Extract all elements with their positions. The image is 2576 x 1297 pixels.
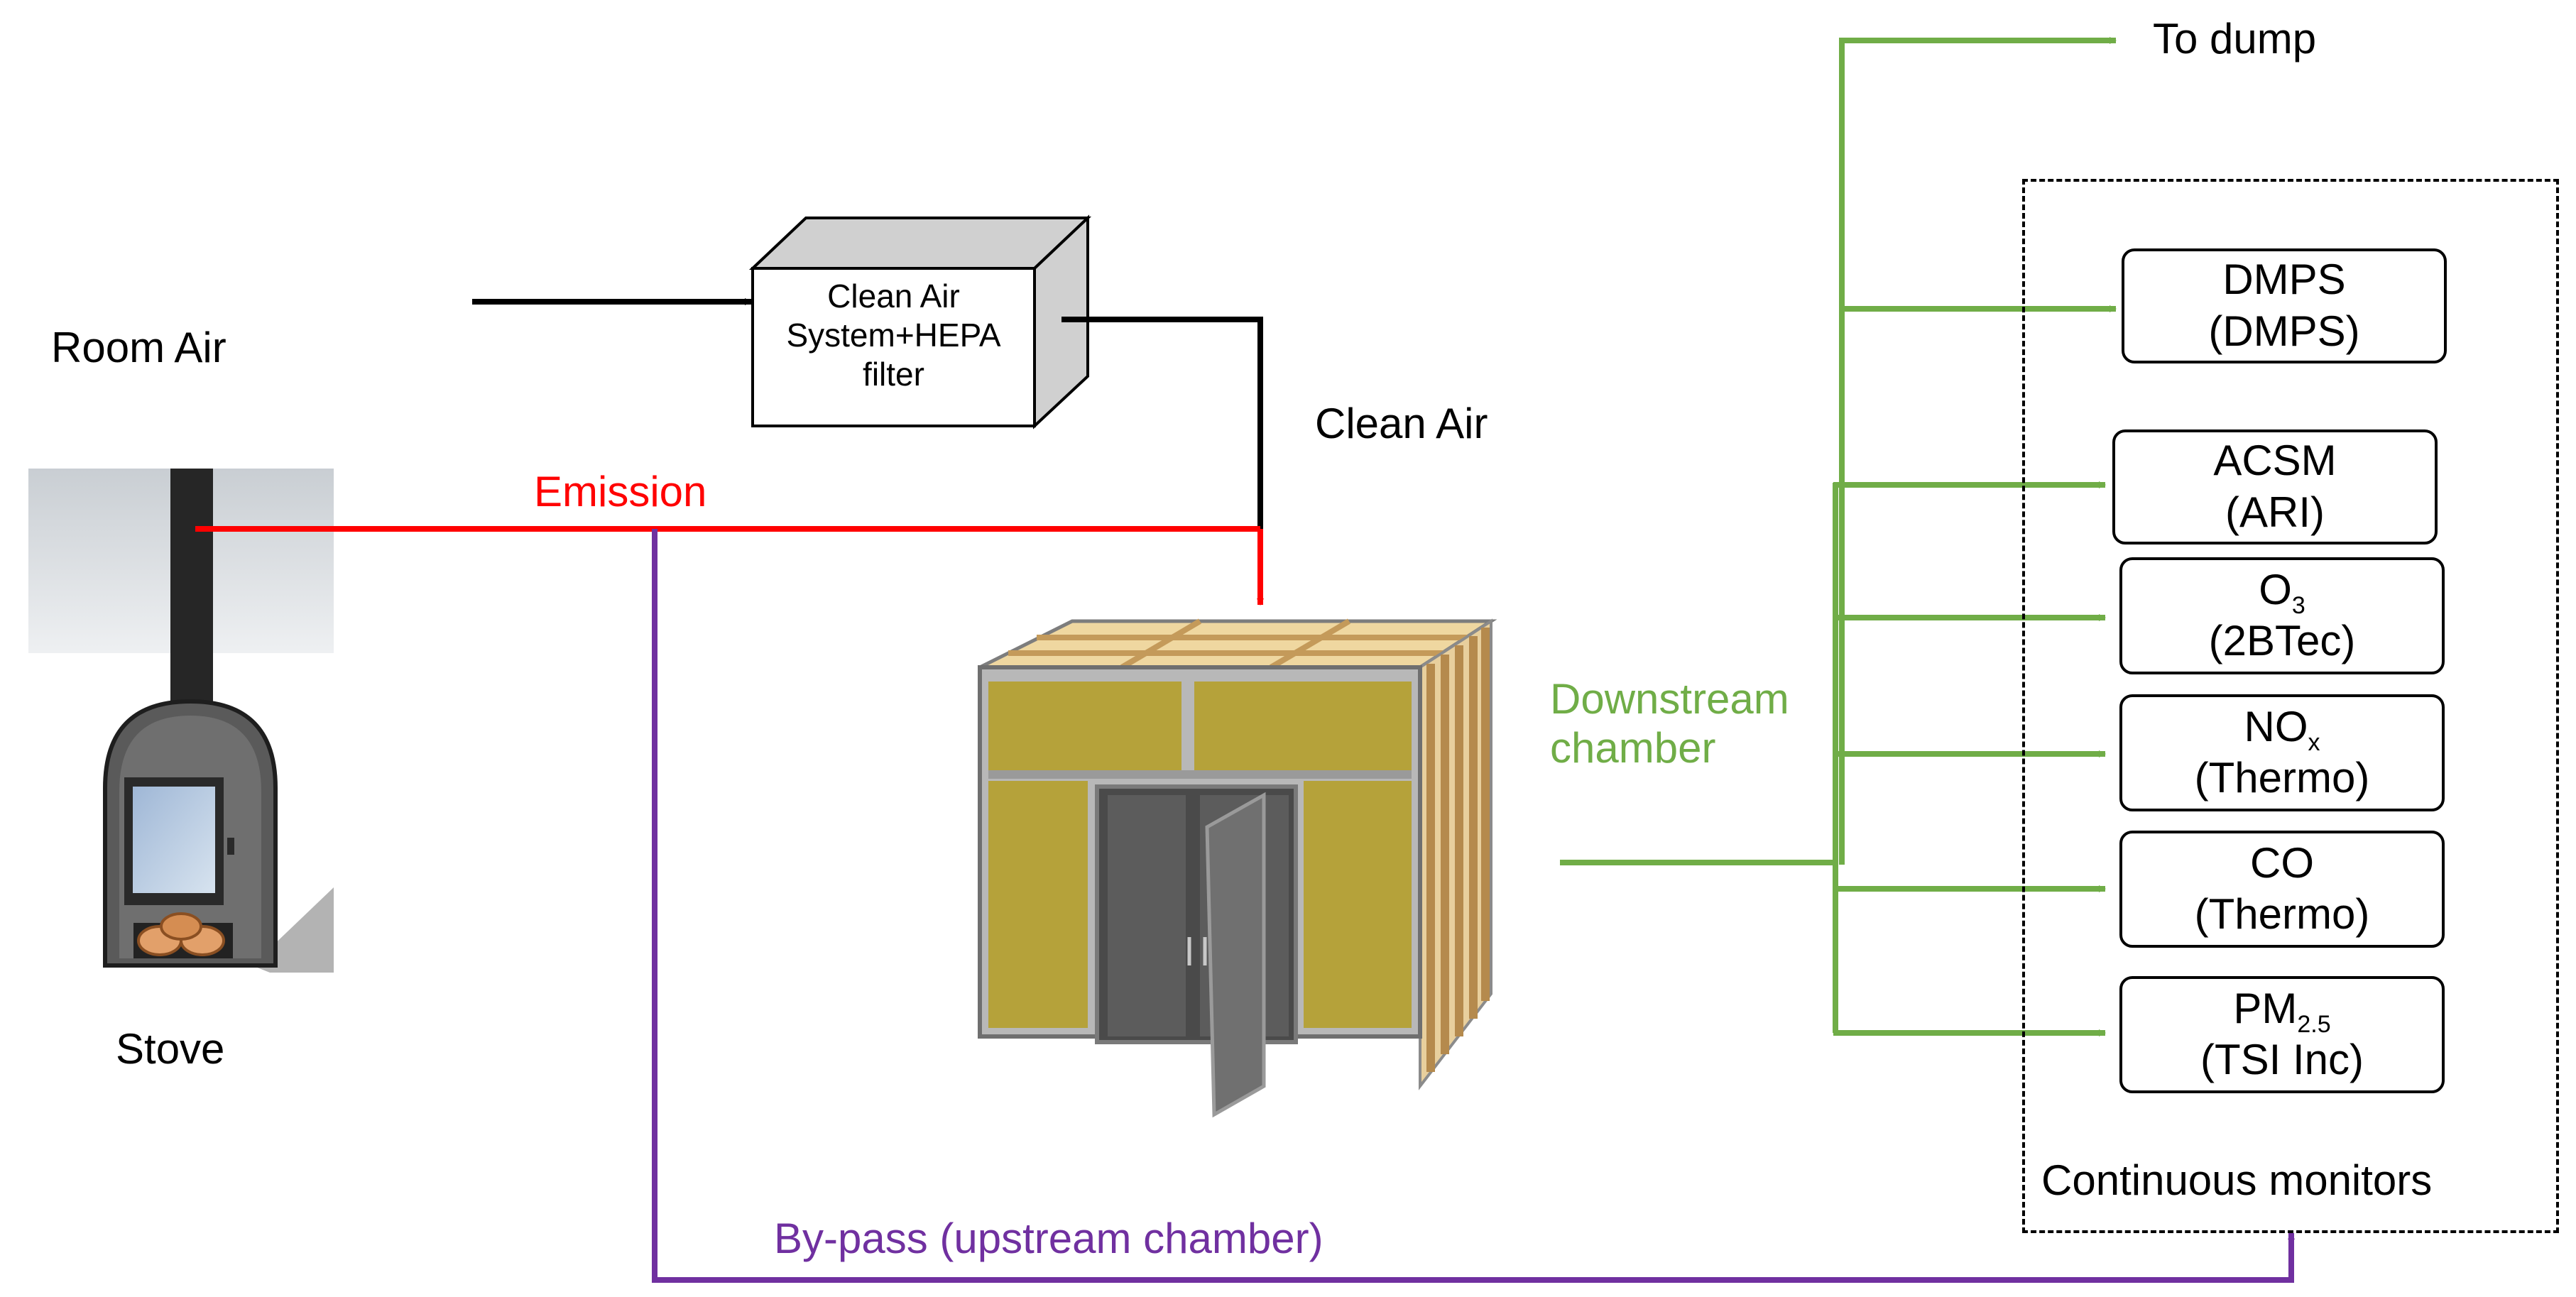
filter-box-text: Clean Air System+HEPA filter xyxy=(753,277,1035,395)
chamber-illustration xyxy=(978,618,1497,1118)
room-air-label: Room Air xyxy=(51,324,227,371)
bypass-label: By-pass (upstream chamber) xyxy=(774,1215,1324,1262)
monitor-co: CO (Thermo) xyxy=(2119,831,2445,948)
monitor-acsm: ACSM (ARI) xyxy=(2112,429,2438,544)
monitor-name: DMPS xyxy=(2222,256,2346,304)
stove-label: Stove xyxy=(116,1025,225,1073)
monitor-name: PM2.5 xyxy=(2233,984,2331,1038)
monitor-vendor: (TSI Inc) xyxy=(2200,1036,2364,1084)
continuous-monitors-label: Continuous monitors xyxy=(2041,1156,2433,1204)
filter-line1: Clean Air xyxy=(827,278,960,314)
clean-air-label: Clean Air xyxy=(1315,400,1488,447)
monitor-vendor: (ARI) xyxy=(2225,488,2325,536)
monitor-vendor: (2BTec) xyxy=(2208,617,2356,665)
filter-box-shape xyxy=(748,214,1092,429)
monitor-name: CO xyxy=(2250,838,2314,887)
to-dump-label: To dump xyxy=(2153,15,2317,62)
monitor-o3: O3 (2BTec) xyxy=(2119,557,2445,674)
monitor-nox: NOx (Thermo) xyxy=(2119,694,2445,811)
downstream-lines xyxy=(1560,37,2117,1036)
filter-line3: filter xyxy=(863,356,924,393)
monitor-vendor: (Thermo) xyxy=(2194,754,2370,802)
downstream-label-line1: Downstream xyxy=(1550,675,1789,723)
monitor-name: NOx xyxy=(2244,702,2320,756)
monitor-pm25: PM2.5 (TSI Inc) xyxy=(2119,976,2445,1093)
monitor-dmps: DMPS (DMPS) xyxy=(2122,248,2447,363)
downstream-label-line2: chamber xyxy=(1550,724,1716,772)
stove-illustration xyxy=(28,469,334,973)
downstream-chamber-label: Downstream chamber xyxy=(1550,674,1789,772)
clean-air-line xyxy=(1061,317,1263,529)
monitor-name: ACSM xyxy=(2213,437,2337,485)
monitor-vendor: (Thermo) xyxy=(2194,890,2370,938)
emission-label: Emission xyxy=(534,468,707,515)
monitor-name: O3 xyxy=(2259,565,2305,619)
monitor-vendor: (DMPS) xyxy=(2208,307,2360,355)
continuous-monitors-frame xyxy=(2022,179,2559,1233)
filter-line2: System+HEPA xyxy=(786,317,1001,354)
bypass-line xyxy=(652,529,2295,1283)
